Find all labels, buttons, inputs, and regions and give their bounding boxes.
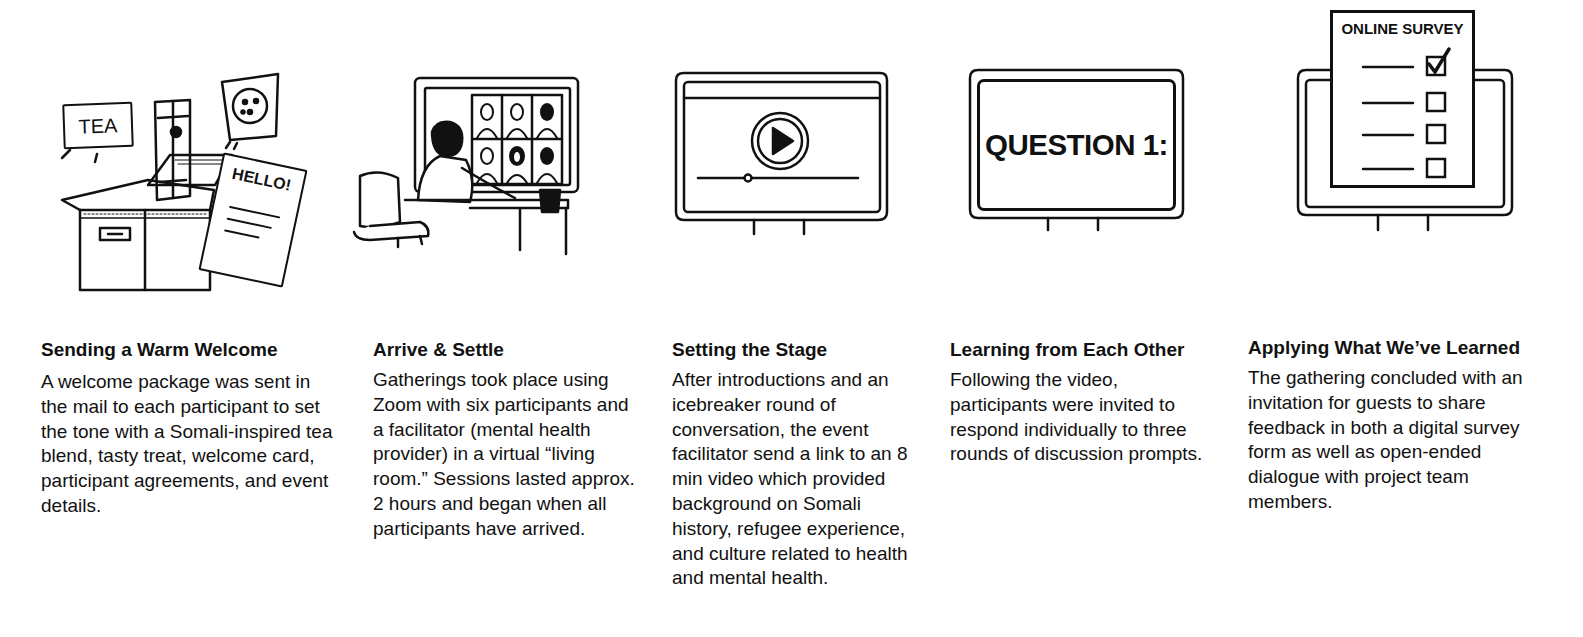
step-heading: Setting the Stage xyxy=(672,338,922,363)
question-screen-drawing xyxy=(970,70,1183,230)
node-text: TEA xyxy=(78,114,118,137)
hello-card: HELLO! xyxy=(198,152,307,287)
zoom-call-drawing xyxy=(354,78,578,254)
tea-box: TEA xyxy=(62,102,134,149)
video-screen-drawing xyxy=(676,73,887,234)
step-description: Gatherings took place using Zoom with si… xyxy=(373,368,635,542)
step-description: After introductions and an icebreaker ro… xyxy=(672,368,914,591)
step-heading: Sending a Warm Welcome xyxy=(41,338,341,363)
survey-checkboxes xyxy=(1333,13,1478,191)
question-screen: QUESTION 1: xyxy=(977,79,1176,211)
step-description: Following the video, participants were i… xyxy=(950,368,1208,467)
node-text: HELLO! xyxy=(231,165,293,195)
node-text: QUESTION 1: xyxy=(985,129,1168,161)
step-heading: Applying What We’ve Learned xyxy=(1248,336,1568,361)
step-heading: Learning from Each Other xyxy=(950,338,1230,363)
step-description: A welcome package was sent in the mail t… xyxy=(41,370,333,519)
step-description: The gathering concluded with an invitati… xyxy=(1248,366,1540,515)
step-heading: Arrive & Settle xyxy=(373,338,643,363)
node-text: ONLINE SURVEY xyxy=(1341,21,1463,38)
survey-sheet: ONLINE SURVEY xyxy=(1330,10,1475,188)
